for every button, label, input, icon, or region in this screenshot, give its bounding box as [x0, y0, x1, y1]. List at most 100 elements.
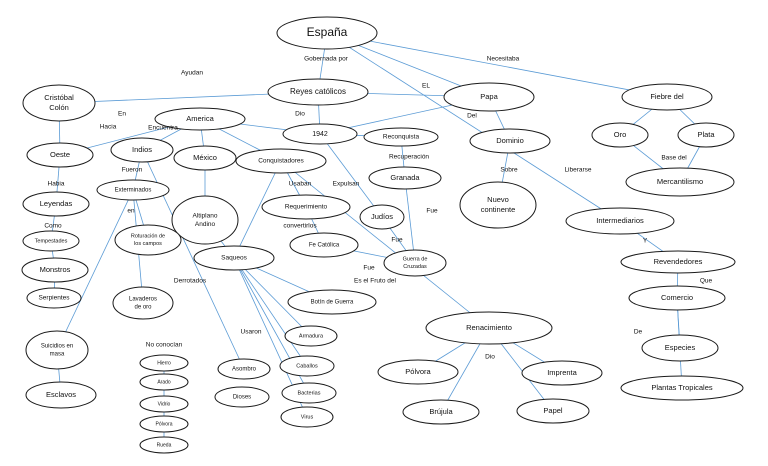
node-asombro-label: Asombro: [232, 367, 257, 373]
node-lavaderos-label: de oro: [134, 305, 152, 311]
node-fiebre-shape: [621, 83, 713, 111]
node-plata-shape: [677, 122, 735, 148]
node-bacterias-label: Bacterias: [298, 390, 321, 396]
node-hierro-label: Hierro: [157, 360, 171, 366]
node-monstros-shape: [21, 257, 89, 283]
node-reyes: Reyes católicos: [267, 78, 369, 106]
node-brujula: Brújula: [402, 399, 480, 425]
node-america: America: [154, 107, 246, 131]
edge-label-de: De: [634, 329, 643, 336]
node-oeste-label: Oeste: [50, 150, 70, 159]
node-granada-label: Granada: [390, 173, 420, 182]
edge-label-gobernada_por: Gobernada por: [304, 56, 349, 63]
edge-saqueos-armadura: [233, 257, 312, 337]
node-suicidios-label: Suicidios en: [41, 344, 73, 350]
node-polvora: Pólvora: [377, 359, 459, 385]
node-brujula-label: Brújula: [429, 407, 453, 416]
node-saqueos-shape: [193, 245, 275, 271]
node-vidrio: Vidrio: [139, 395, 189, 413]
edge-exterminados-suicidios: [56, 189, 134, 351]
node-suicidios: Suicidios en masa: [25, 330, 89, 370]
node-vidrio-shape: [139, 395, 189, 413]
edge-label-dio: Dio: [295, 111, 305, 118]
node-altiplano-label: Andino: [195, 221, 216, 228]
edge-label-liberarse: Liberarse: [564, 167, 591, 174]
edge-label-dio2: Dio: [485, 354, 495, 361]
node-especies-shape: [641, 334, 719, 362]
node-dioses-shape: [214, 386, 270, 408]
node-monstros: Monstros: [21, 257, 89, 283]
node-monstros-label: Monstros: [40, 265, 71, 274]
node-suicidios-label: masa: [50, 352, 65, 358]
node-virus-label: Virus: [301, 414, 314, 420]
node-asombro-shape: [217, 358, 271, 380]
node-exterminados: Exterminados: [96, 179, 170, 201]
node-papa: Papa: [443, 82, 535, 112]
edge-label-usaron: Usaron: [241, 329, 262, 336]
node-arado-label: Arado: [157, 379, 171, 385]
edge-label-no_conocian: No conocían: [146, 342, 183, 349]
node-serpientes-label: Serpientes: [38, 295, 70, 302]
edge-label-encuentra: Encuentra: [148, 125, 178, 132]
node-polvora2: Pólvora: [139, 415, 189, 433]
edge-conquistadores-renacimiento: [280, 160, 490, 329]
node-fe-label: Fe Católica: [309, 243, 340, 249]
node-esclavos-label: Esclavos: [46, 390, 76, 399]
node-botin-shape: [287, 289, 377, 315]
node-colon-label: Colón: [49, 103, 69, 112]
node-dominio-label: Dominio: [496, 136, 524, 145]
node-roturacion-label: Roturación de: [131, 234, 165, 240]
node-dioses-label: Dioses: [233, 395, 251, 401]
node-granada-shape: [368, 166, 442, 190]
node-leyendas-label: Leyendas: [40, 199, 73, 208]
node-saqueos-label: Saqueos: [221, 255, 247, 262]
node-fiebre-label: Fiebre del: [650, 92, 684, 101]
node-esclavos-shape: [25, 381, 97, 409]
node-oeste-shape: [26, 142, 94, 168]
node-polvora2-label: Pólvora: [156, 421, 173, 427]
node-roturacion-shape: [114, 224, 182, 256]
node-granada: Granada: [368, 166, 442, 190]
node-rueda: Rueda: [139, 436, 189, 454]
node-indios-label: Indios: [132, 145, 152, 154]
node-arado: Arado: [139, 373, 189, 391]
node-botin: Botín de Guerra: [287, 289, 377, 315]
node-intermediarios-shape: [565, 207, 675, 235]
edge-label-sobre: Sobre: [500, 167, 518, 174]
node-mexico-shape: [173, 145, 237, 171]
node-conquistadores-label: Conquistadores: [258, 158, 304, 165]
node-judios-shape: [359, 204, 405, 230]
edge-label-fue2: Fue: [391, 237, 403, 244]
node-roturacion-label: los campos: [134, 241, 162, 247]
node-intermediarios-label: Intermediarios: [596, 216, 644, 225]
node-indios-shape: [110, 137, 174, 163]
edge-label-hacia: Hacia: [100, 124, 117, 131]
node-caballos: Caballos: [279, 355, 335, 377]
node-serpientes-shape: [26, 287, 82, 309]
node-polvora-label: Pólvora: [405, 367, 431, 376]
node-reyes-shape: [267, 78, 369, 106]
node-america-label: America: [186, 114, 214, 123]
node-oeste: Oeste: [26, 142, 94, 168]
node-bacterias-shape: [281, 382, 337, 404]
node-y1942: 1942: [282, 123, 358, 145]
edge-label-necesitaba: Necesitaba: [487, 56, 520, 63]
node-revendedores-label: Revendedores: [654, 257, 703, 266]
node-fiebre: Fiebre del: [621, 83, 713, 111]
node-guerra-shape: [383, 249, 447, 277]
node-reconquista-shape: [363, 127, 439, 147]
node-intermediarios: Intermediarios: [565, 207, 675, 235]
node-mercantilismo: Mercantilismo: [625, 167, 735, 197]
node-saqueos: Saqueos: [193, 245, 275, 271]
node-especies-label: Especies: [665, 343, 696, 352]
edge-label-fue1: Fue: [426, 208, 438, 215]
edge-label-fueron: Fueron: [122, 167, 143, 174]
edge-label-como: Como: [44, 223, 62, 230]
node-oro-label: Oro: [614, 130, 627, 139]
